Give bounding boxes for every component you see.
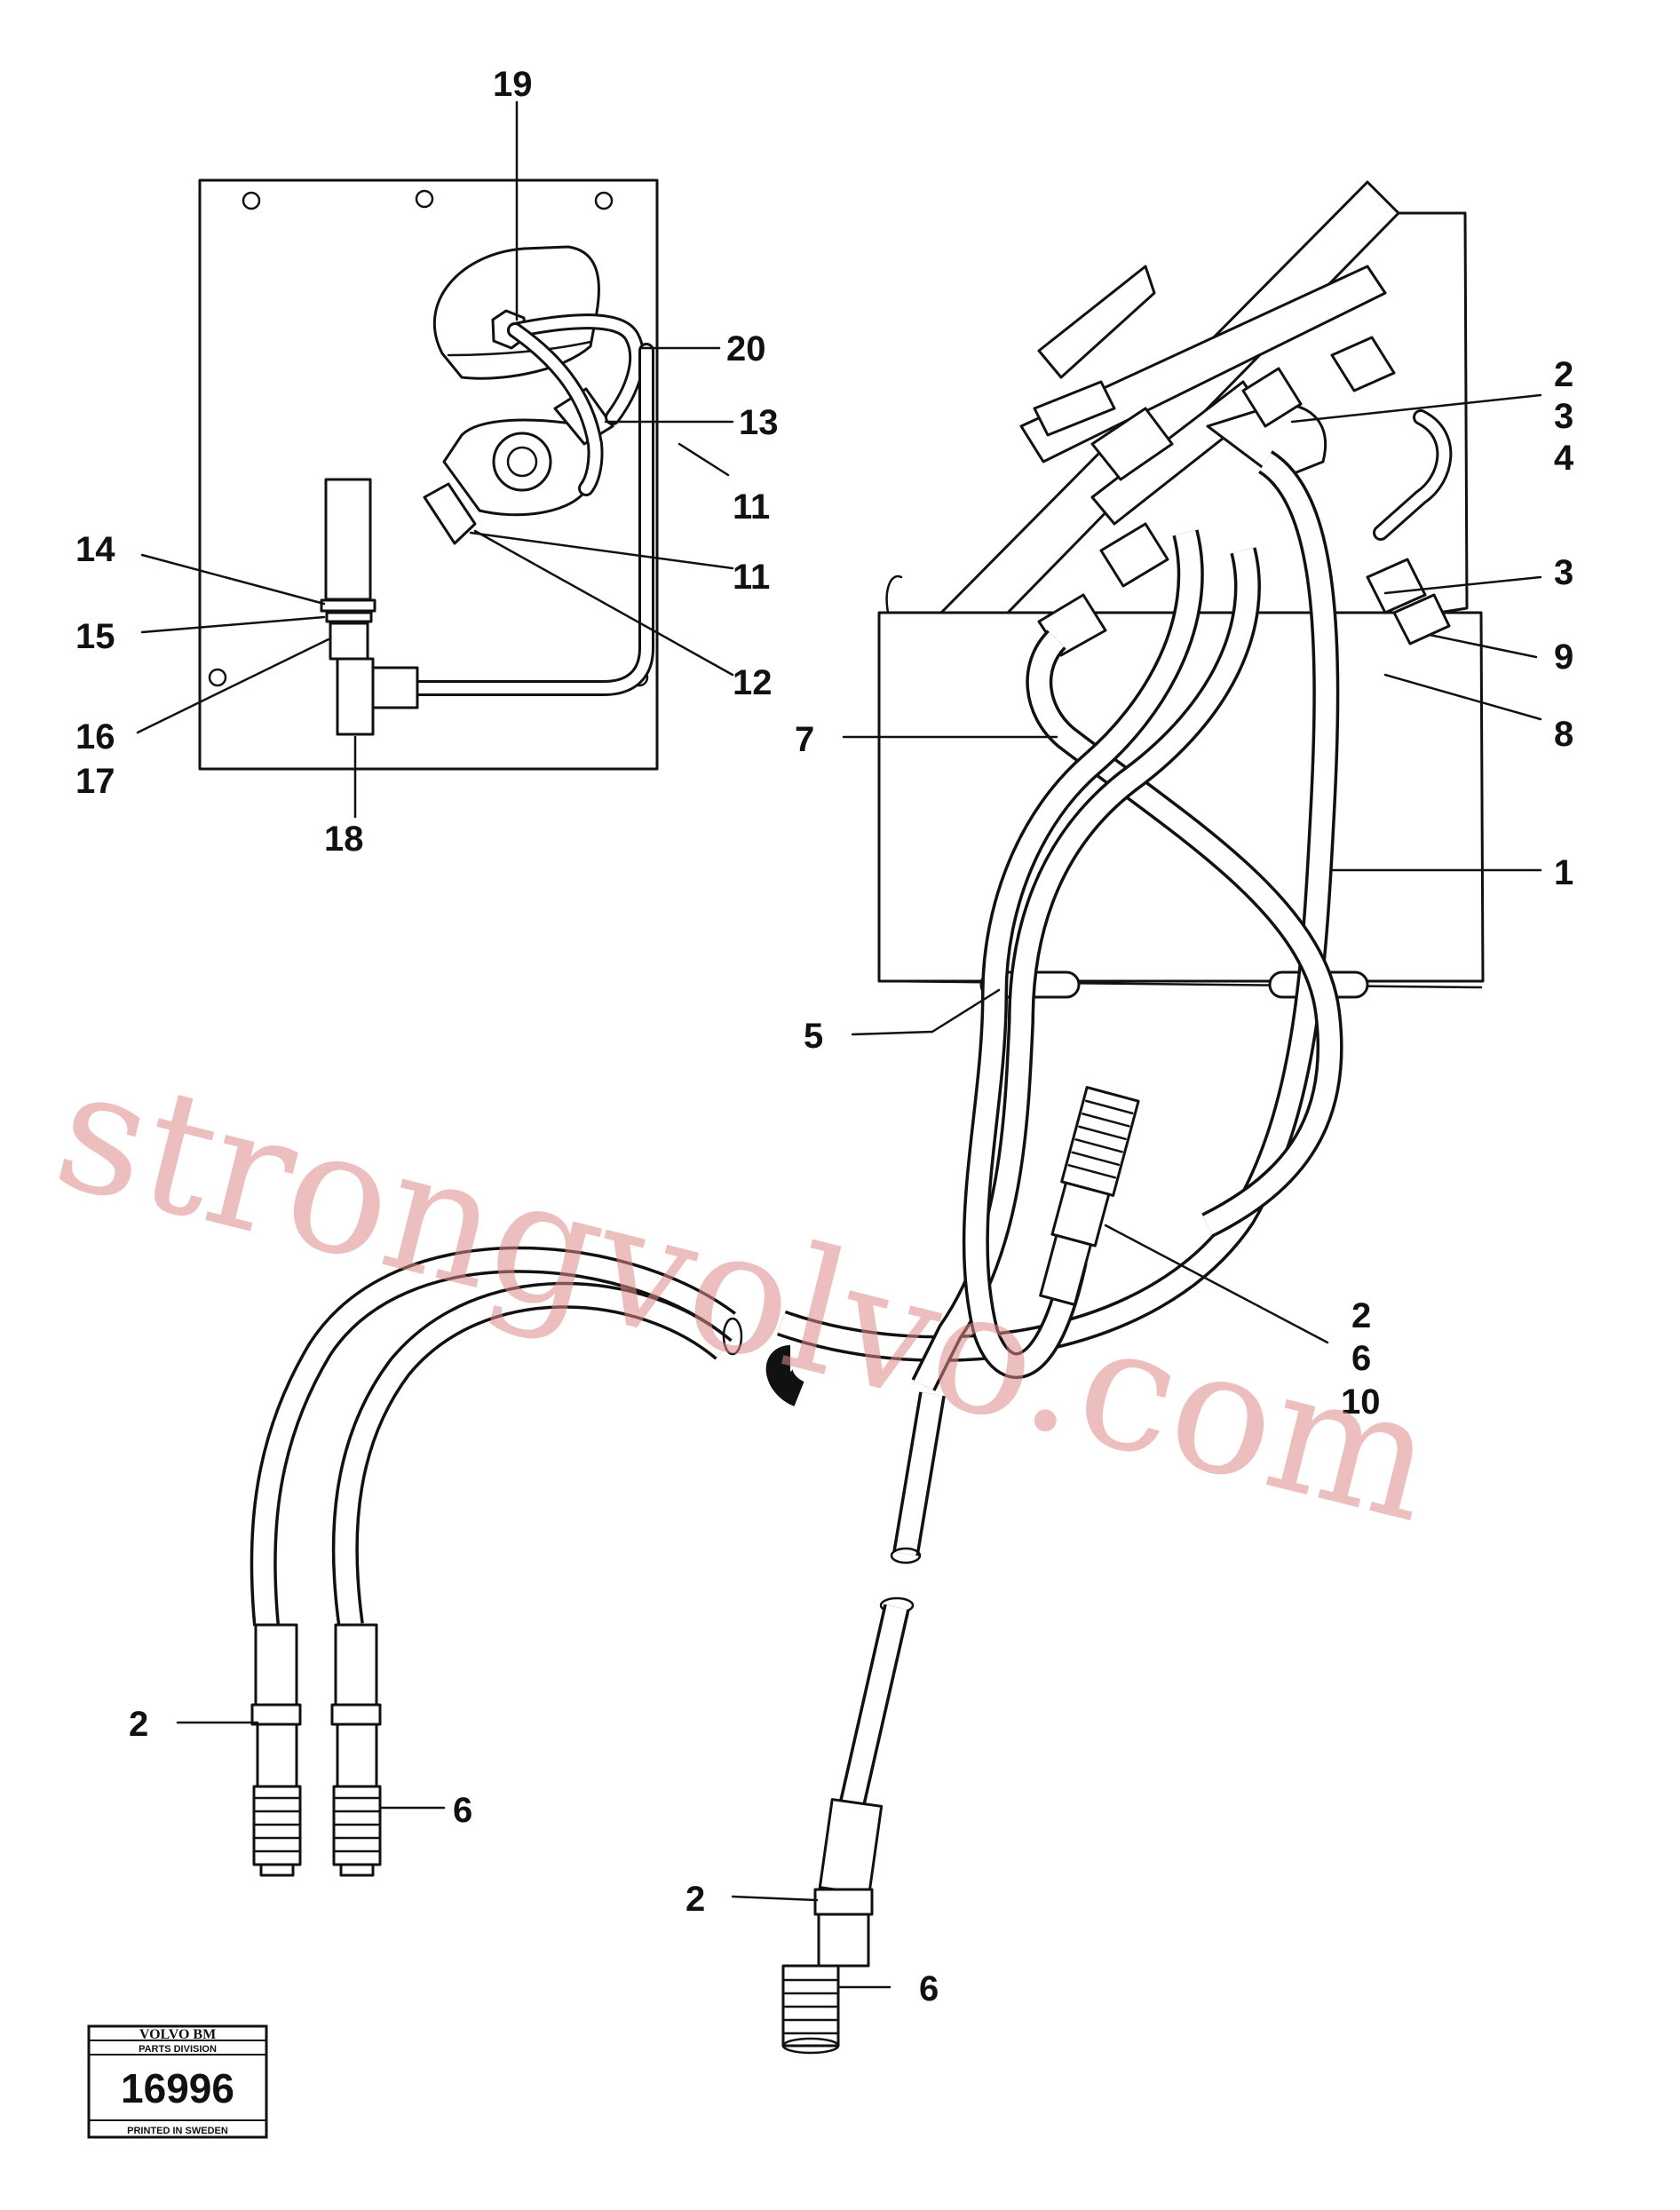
callout-15: 15 xyxy=(75,617,115,656)
callout-18: 18 xyxy=(324,820,364,859)
coupling-left-a xyxy=(250,1623,302,1877)
tee-18 xyxy=(336,657,375,736)
callout-17: 17 xyxy=(75,762,115,801)
logo-division: PARTS DIVISION xyxy=(139,2044,217,2055)
plate-hole xyxy=(415,189,434,209)
control-valve xyxy=(939,180,1453,657)
logo-brand: VOLVO BM xyxy=(139,2027,216,2042)
watermark: strongvolvo.com xyxy=(39,1029,1453,1560)
hose-single-lower xyxy=(781,1596,915,2055)
callout-13: 13 xyxy=(739,403,779,442)
callout-11a: 11 xyxy=(733,487,770,527)
callout-8: 8 xyxy=(1554,715,1573,754)
logo-number: 16996 xyxy=(121,2065,234,2111)
fitting-12 xyxy=(423,482,477,545)
mounting-plate-assembly xyxy=(198,178,659,771)
callout-16: 16 xyxy=(75,717,115,756)
mounting-plate xyxy=(198,178,659,771)
callout-14: 14 xyxy=(75,530,115,569)
nut-15 xyxy=(325,611,373,623)
callout-12: 12 xyxy=(733,663,773,702)
coupling-10 xyxy=(1039,1086,1140,1306)
callout-2d: 2 xyxy=(685,1880,705,1919)
callout-7: 7 xyxy=(795,720,814,759)
callout-3a: 3 xyxy=(1554,397,1573,436)
bracket-frame xyxy=(1370,211,1469,614)
callout-1: 1 xyxy=(1554,853,1573,892)
callout-9: 9 xyxy=(1554,638,1573,677)
callout-4: 4 xyxy=(1554,439,1574,478)
tee-branch xyxy=(371,666,419,709)
nipple-16 xyxy=(329,622,369,661)
callout-2c: 2 xyxy=(129,1705,148,1744)
leader-lines xyxy=(136,100,1542,1989)
accumulator-cylinder xyxy=(324,478,372,601)
callout-6b: 6 xyxy=(453,1791,472,1830)
washer-14 xyxy=(320,598,376,613)
callout-5: 5 xyxy=(804,1017,823,1056)
callout-19: 19 xyxy=(493,65,533,104)
logo-printed: PRINTED IN SWEDEN xyxy=(127,2126,228,2136)
plate-hole xyxy=(594,191,614,210)
coupling-left-b xyxy=(330,1623,382,1877)
volvo-bm-logo: VOLVO BM PARTS DIVISION 16996 PRINTED IN… xyxy=(87,2024,268,2139)
hose-pair-left xyxy=(250,1246,805,1877)
callout-2a: 2 xyxy=(1554,355,1573,394)
callout-11b: 11 xyxy=(733,558,770,597)
callout-20: 20 xyxy=(726,329,766,368)
plate-hole xyxy=(208,668,227,687)
callout-10: 10 xyxy=(1341,1382,1381,1422)
callout-6a: 6 xyxy=(1351,1339,1371,1378)
hydraulic-tank xyxy=(877,611,1485,983)
callout-6c: 6 xyxy=(919,1969,939,2008)
callouts: 19 20 13 11 11 12 14 15 16 17 18 2 3 4 3… xyxy=(75,65,1574,2008)
plate-hole xyxy=(242,191,261,210)
callout-2b: 2 xyxy=(1351,1296,1371,1335)
callout-3b: 3 xyxy=(1554,553,1573,592)
tank-valve-assembly xyxy=(777,180,1485,1564)
